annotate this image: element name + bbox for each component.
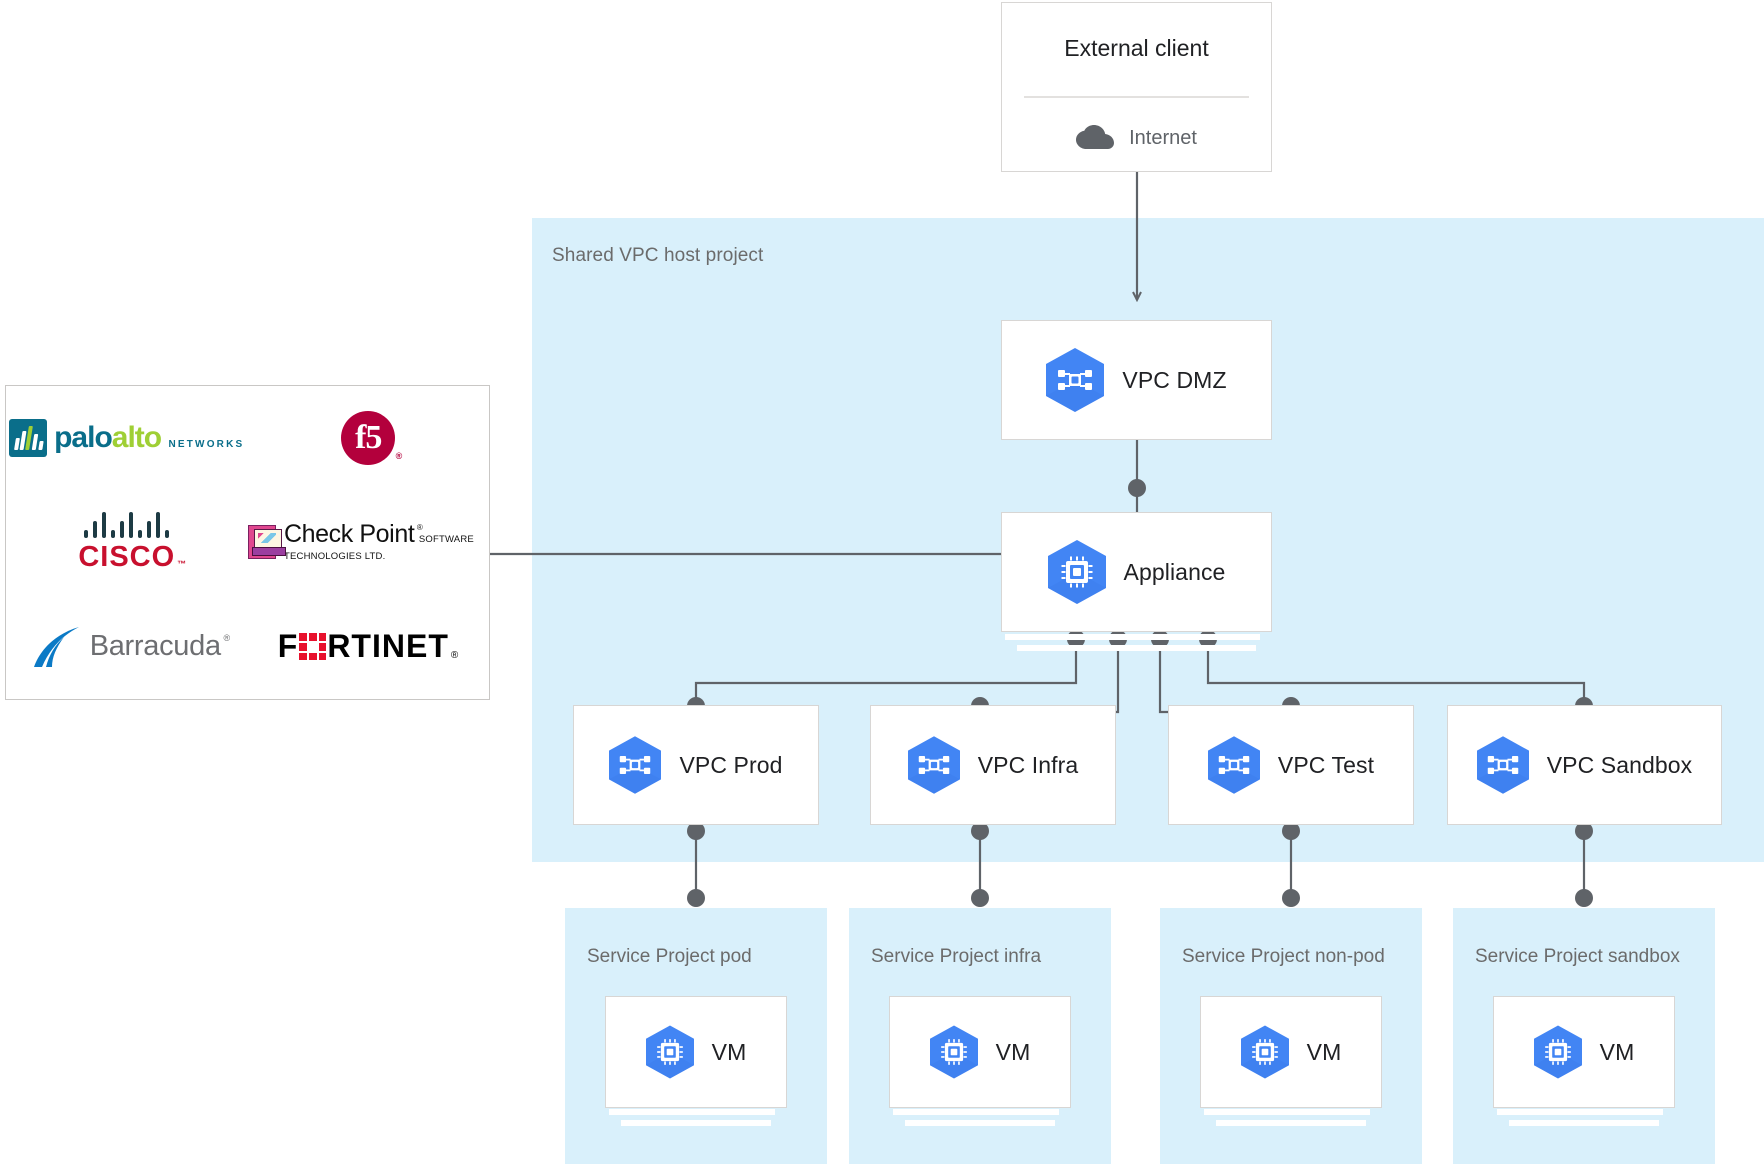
f5-word: f5 — [355, 419, 382, 457]
vpc-dmz-label: VPC DMZ — [1122, 366, 1227, 393]
vm-stacked-cards — [1200, 1109, 1382, 1126]
paloalto-tagline: NETWORKS — [168, 439, 245, 451]
vpc-infra-card[interactable]: VPC Infra — [870, 705, 1116, 825]
vpc-network-icon — [907, 736, 960, 794]
appliance-card[interactable]: Appliance — [1001, 512, 1272, 632]
vendor-barracuda: Barracuda® — [33, 626, 230, 668]
paloalto-word-a: palo — [54, 421, 113, 455]
cisco-word: CISCO — [78, 541, 176, 574]
vm-label: VM — [1599, 1038, 1635, 1065]
cisco-logo-icon — [78, 512, 175, 539]
paloalto-word-b: alto — [111, 421, 162, 455]
service-project-non-pod-panel: Service Project non-pod — [1160, 908, 1422, 1164]
divider — [1024, 96, 1249, 98]
internet-row: Internet — [1002, 125, 1271, 151]
vpc-test-card[interactable]: VPC Test — [1168, 705, 1414, 825]
vm-label: VM — [995, 1038, 1031, 1065]
vendor-f5: f5 ® — [341, 411, 402, 466]
vpc-sandbox-label: VPC Sandbox — [1546, 751, 1693, 778]
vpc-network-icon — [1046, 348, 1105, 412]
vpc-network-icon — [609, 736, 662, 794]
vm-chip-icon — [645, 1025, 694, 1079]
shared-vpc-host-project-label: Shared VPC host project — [552, 245, 764, 266]
vm-card[interactable]: VM — [889, 996, 1071, 1108]
vpc-network-icon — [1207, 736, 1260, 794]
vm-chip-icon — [929, 1025, 978, 1079]
vpc-prod-label: VPC Prod — [679, 751, 783, 778]
vm-chip-icon — [1240, 1025, 1289, 1079]
service-project-pod-label: Service Project pod — [587, 946, 752, 967]
vm-card[interactable]: VM — [1200, 996, 1382, 1108]
vm-card[interactable]: VM — [605, 996, 787, 1108]
service-project-non-pod-label: Service Project non-pod — [1182, 946, 1385, 967]
vm-label: VM — [1306, 1038, 1342, 1065]
vpc-dmz-card[interactable]: VPC DMZ — [1001, 320, 1272, 440]
external-client-title: External client — [1064, 35, 1209, 61]
barracuda-logo-icon — [33, 626, 81, 668]
cloud-icon — [1076, 125, 1115, 151]
vm-chip-icon — [1533, 1025, 1582, 1079]
checkpoint-word: Check Point — [284, 519, 415, 548]
vpc-sandbox-card[interactable]: VPC Sandbox — [1447, 705, 1722, 825]
appliance-label: Appliance — [1123, 558, 1226, 585]
vm-label: VM — [711, 1038, 747, 1065]
service-project-sandbox-panel: Service Project sandbox — [1453, 908, 1715, 1164]
vm-chip-icon — [1047, 540, 1106, 604]
paloalto-logo-icon — [9, 419, 48, 458]
vpc-network-icon — [1476, 736, 1529, 794]
vm-stacked-cards — [605, 1109, 787, 1126]
vendor-checkpoint: Check Point® SOFTWARE TECHNOLOGIES LTD. — [247, 519, 490, 563]
f5-logo-icon: f5 ® — [341, 411, 402, 466]
vpc-prod-card[interactable]: VPC Prod — [573, 705, 819, 825]
service-project-pod-panel: Service Project pod — [565, 908, 827, 1164]
checkpoint-logo-icon — [247, 525, 286, 560]
fortinet-word-b: RTINET — [327, 628, 449, 665]
appliance-vendors-box: paloalto NETWORKS f5 ® — [5, 385, 490, 700]
checkpoint-tagline: SOFTWARE TECHNOLOGIES LTD. — [284, 533, 474, 562]
service-project-infra-label: Service Project infra — [871, 946, 1042, 967]
fortinet-logo-icon — [299, 633, 327, 661]
barracuda-word: Barracuda — [89, 630, 221, 663]
fortinet-word-a: F — [277, 628, 299, 665]
service-project-infra-panel: Service Project infra — [849, 908, 1111, 1164]
vm-stacked-cards — [1493, 1109, 1675, 1126]
external-client-card: External client Internet — [1001, 2, 1272, 172]
vendor-fortinet: F RTINET ® — [277, 628, 459, 665]
service-project-sandbox-label: Service Project sandbox — [1475, 946, 1680, 967]
vpc-infra-label: VPC Infra — [977, 751, 1079, 778]
appliance-stacked-cards — [1001, 634, 1272, 651]
vm-card[interactable]: VM — [1493, 996, 1675, 1108]
vendor-paloalto: paloalto NETWORKS — [9, 419, 245, 458]
vm-stacked-cards — [889, 1109, 1071, 1126]
internet-label: Internet — [1129, 126, 1197, 149]
vpc-test-label: VPC Test — [1277, 751, 1375, 778]
